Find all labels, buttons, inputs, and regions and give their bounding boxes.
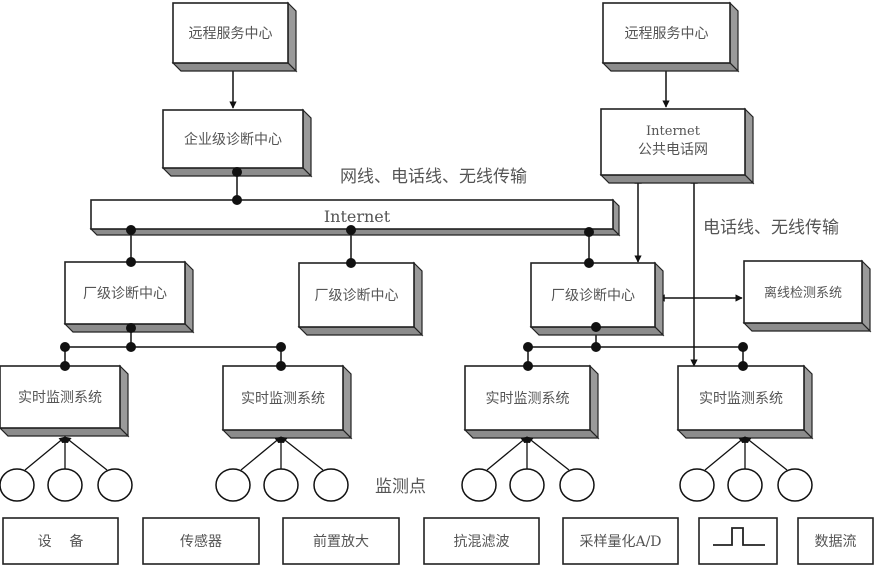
legend-label: 前置放大 <box>313 533 369 550</box>
sensor-link <box>704 436 746 471</box>
sensor-link <box>240 436 282 471</box>
sensor-link <box>526 436 570 471</box>
box-factory-2: 厂级诊断中心 <box>297 261 424 337</box>
monitor-point <box>727 468 763 502</box>
box-label: 实时监测系统 <box>486 391 570 407</box>
boxes: 远程服务中心企业级诊断中心远程服务中心Internet公共电话网厂级诊断中心厂级… <box>0 1 872 440</box>
box-label: 实时监测系统 <box>699 391 783 407</box>
box-factory-3: 厂级诊断中心 <box>529 261 665 337</box>
junction-dot <box>276 361 286 371</box>
box-rt-4: 实时监测系统 <box>676 364 814 440</box>
legend-label: 传感器 <box>180 533 222 550</box>
monitor-point <box>679 468 715 502</box>
junction-dot <box>126 225 136 235</box>
sensor-group <box>679 436 813 502</box>
monitor-point <box>97 468 133 502</box>
junction-dot <box>232 195 242 205</box>
internet-bus-label: Internet <box>324 207 391 226</box>
legend-item: 采样量化A/D <box>562 517 679 565</box>
box-pstn: Internet 公共电话网 <box>599 107 755 185</box>
legend-item: 设 备 <box>2 517 119 565</box>
pstn-line2: 公共电话网 <box>638 142 708 158</box>
junction-dot <box>523 361 533 371</box>
legend: 设 备 传感器 前置放大 抗混滤波 采样量化A/D 数据流 <box>2 517 874 565</box>
box-rt-1: 实时监测系统 <box>0 364 130 438</box>
junction-dot <box>232 167 242 177</box>
junction-dot <box>591 342 601 352</box>
box-label: 厂级诊断中心 <box>315 288 399 304</box>
sensor-link <box>64 436 108 471</box>
legend-item: 抗混滤波 <box>423 517 540 565</box>
monitor-point <box>777 468 813 502</box>
sensor-group <box>461 436 595 502</box>
sensor-link <box>280 436 324 471</box>
junction-dot <box>738 342 748 352</box>
legend-label: 数据流 <box>815 534 857 550</box>
pulse-icon <box>713 527 765 546</box>
junction-dot <box>126 257 136 267</box>
box-label: 实时监测系统 <box>18 390 102 406</box>
transmission-main-label: 网线、电话线、无线传输 <box>340 167 527 187</box>
junction-dot <box>584 258 594 268</box>
junction-dot <box>60 361 70 371</box>
monitor-point <box>461 468 497 502</box>
legend-label: 设 备 <box>38 533 84 550</box>
box-offline: 离线检测系统 <box>742 259 872 333</box>
sensor-link <box>24 436 66 471</box>
box-label: 远程服务中心 <box>189 26 273 42</box>
monitor-point <box>559 468 595 502</box>
box-remote-left: 远程服务中心 <box>171 1 298 73</box>
sensor-group <box>0 436 133 502</box>
monitor-point <box>313 468 349 502</box>
box-label: 厂级诊断中心 <box>83 286 167 302</box>
sensor-groups <box>0 436 813 502</box>
junction-dot <box>346 258 356 268</box>
junction-dots <box>60 167 748 371</box>
box-enterprise: 企业级诊断中心 <box>161 108 313 178</box>
legend-label: 采样量化A/D <box>579 534 661 550</box>
monitor-point <box>0 468 35 502</box>
sensor-link <box>486 436 528 471</box>
monitor-point <box>509 468 545 502</box>
box-label: 离线检测系统 <box>764 285 842 301</box>
box-label: 远程服务中心 <box>625 26 709 42</box>
legend-item: 传感器 <box>142 517 260 565</box>
monitor-point <box>215 468 251 502</box>
box-rt-3: 实时监测系统 <box>463 364 600 440</box>
junction-dot <box>276 342 286 352</box>
legend-item: 数据流 <box>797 517 874 565</box>
box-label: 实时监测系统 <box>241 391 325 407</box>
junction-dot <box>60 342 70 352</box>
box-factory-1: 厂级诊断中心 <box>63 260 195 334</box>
junction-dot <box>591 322 601 332</box>
monitor-point <box>47 468 83 502</box>
sensor-link <box>744 436 788 471</box>
internet-bus: Internet <box>89 198 621 237</box>
junction-dot <box>126 342 136 352</box>
junction-dot <box>126 323 136 333</box>
junction-dot <box>738 361 748 371</box>
junction-dot <box>346 225 356 235</box>
transmission-right-label: 电话线、无线传输 <box>703 218 839 238</box>
box-label: 企业级诊断中心 <box>184 131 282 148</box>
legend-label: 抗混滤波 <box>454 534 510 550</box>
legend-item <box>698 517 778 565</box>
box-remote-right: 远程服务中心 <box>601 1 740 73</box>
junction-dot <box>584 227 594 237</box>
monitor-points-label: 监测点 <box>375 477 426 497</box>
sensor-group <box>215 436 349 502</box>
box-label: 厂级诊断中心 <box>551 288 635 304</box>
junction-dot <box>523 342 533 352</box>
legend-item: 前置放大 <box>282 517 400 565</box>
pstn-line1: Internet <box>646 124 701 139</box>
monitor-point <box>263 468 299 502</box>
box-rt-2: 实时监测系统 <box>221 364 353 440</box>
